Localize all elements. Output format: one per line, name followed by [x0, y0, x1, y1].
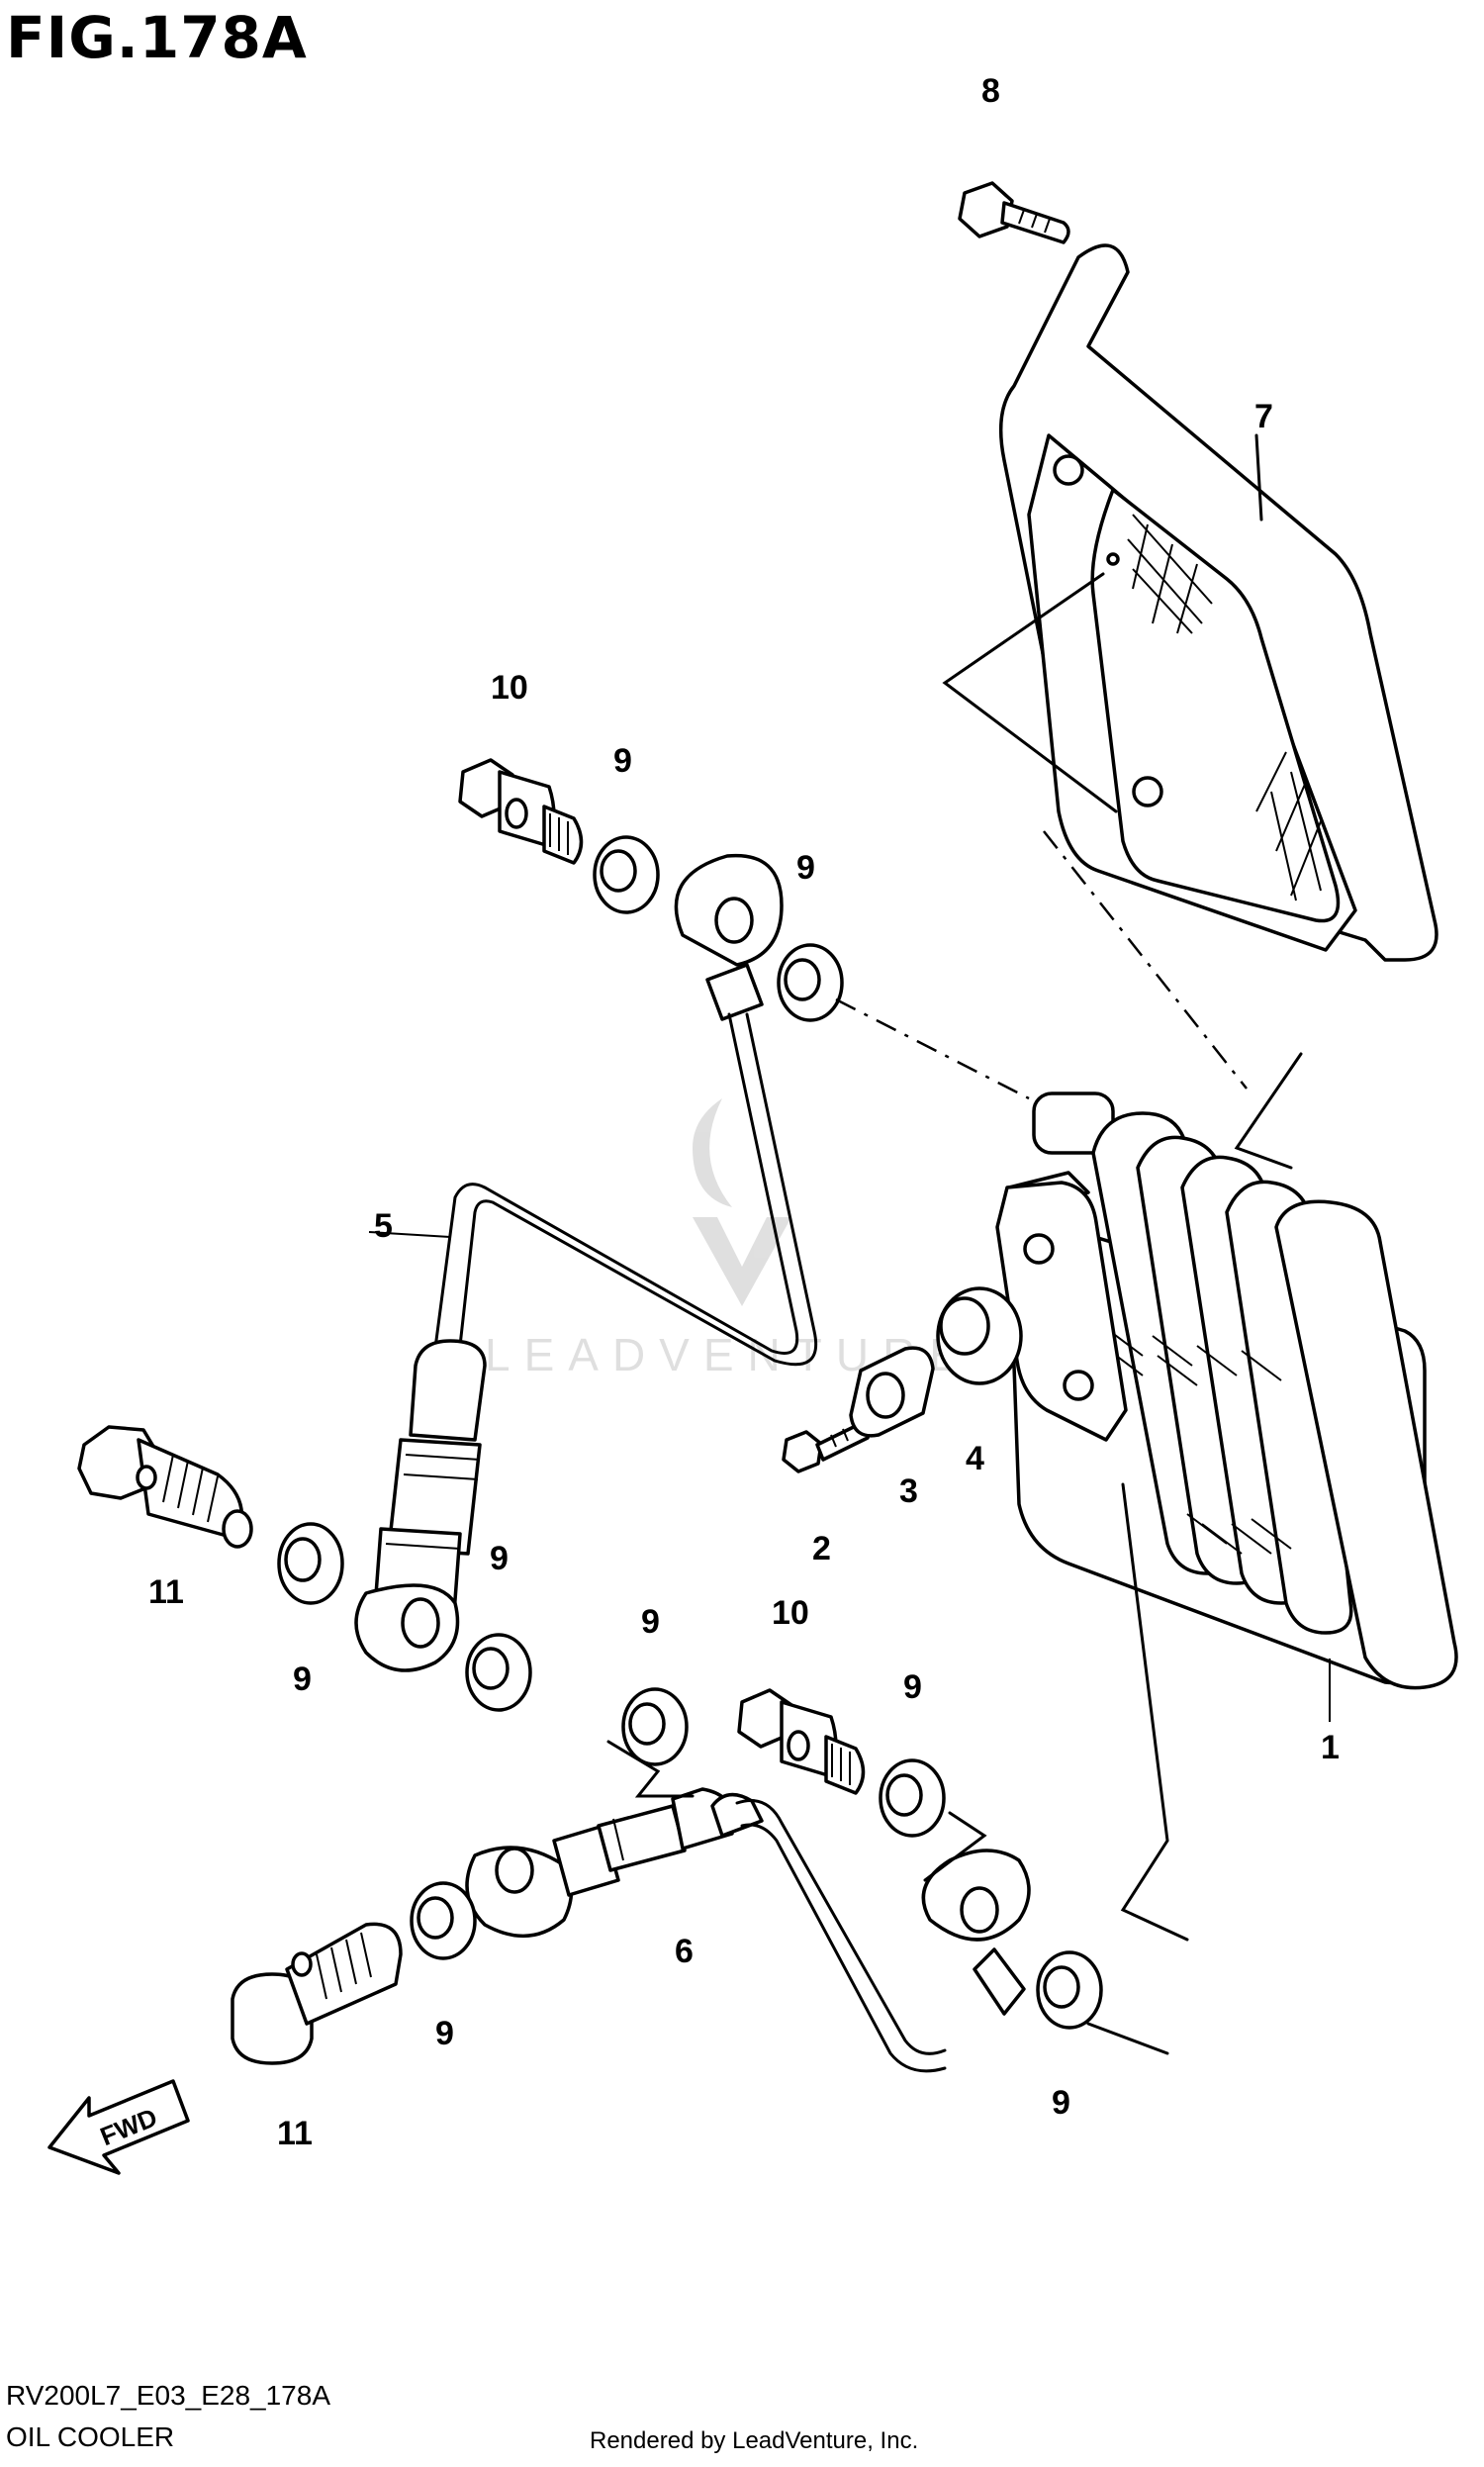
callout-5: 5	[374, 1207, 393, 1245]
callout-10a: 10	[491, 669, 528, 707]
callout-11b: 11	[277, 2115, 313, 2152]
render-credit: Rendered by LeadVenture, Inc.	[590, 2427, 919, 2454]
part-6-oil-hose: 6	[465, 1787, 1031, 2073]
part-4-grommet	[936, 1286, 1023, 1385]
callout-7: 7	[1254, 398, 1273, 435]
callout-2: 2	[812, 1530, 831, 1567]
leader-lines	[368, 433, 1331, 2055]
callout-9e: 9	[641, 1603, 660, 1641]
callout-1: 1	[1321, 1729, 1340, 1766]
part-9-washer-f	[879, 1758, 946, 1838]
part-7-cooler-guard: 7	[998, 243, 1438, 962]
part-9-washer-c	[277, 1522, 344, 1605]
callout-4: 4	[966, 1440, 984, 1477]
figure-code: RV200L7_E03_E28_178A	[6, 2380, 331, 2411]
figure-title: FIG.178A	[6, 4, 308, 71]
callout-9b: 9	[796, 849, 815, 887]
callout-9c: 9	[490, 1540, 509, 1577]
part-9-washer-a	[593, 835, 660, 914]
watermark-logo: LEADVENTURE	[485, 1098, 960, 1380]
part-10-banjo-bolt-upper	[458, 758, 584, 865]
part-11-union-bolt-upper	[77, 1425, 253, 1549]
callout-3: 3	[899, 1472, 918, 1510]
part-1-oil-cooler	[995, 1091, 1458, 1690]
callout-9f: 9	[903, 1668, 922, 1706]
callout-8: 8	[981, 72, 1000, 110]
part-3-collar	[849, 1346, 935, 1438]
callout-11a: 11	[148, 1573, 184, 1611]
figure-name: OIL COOLER	[6, 2421, 175, 2452]
callout-labels: 1 2 3 4 8 9 9 9 9 9 9 9 9 10 10 11 11	[148, 72, 1340, 2152]
part-8-bolt	[958, 181, 1070, 244]
callout-9g: 9	[435, 2015, 454, 2052]
part-9-washer-d	[465, 1633, 532, 1712]
part-9-washer-b	[777, 943, 844, 1022]
part-2-bolt	[782, 1421, 871, 1473]
callout-9h: 9	[1052, 2084, 1070, 2122]
part-11-union-bolt-lower	[231, 1922, 403, 2065]
callout-9a: 9	[613, 742, 632, 780]
callout-9d: 9	[293, 1660, 312, 1698]
callout-6: 6	[675, 1933, 694, 1970]
part-9-washer-g	[410, 1881, 477, 1960]
part-10-banjo-bolt-lower	[737, 1688, 866, 1795]
part-9-washer-h	[1036, 1950, 1103, 2030]
callout-10b: 10	[772, 1594, 809, 1632]
part-5-oil-hose: 5	[354, 853, 818, 1672]
part-9-washer-e	[621, 1687, 689, 1766]
fwd-arrow-icon: FWD	[47, 2079, 190, 2175]
